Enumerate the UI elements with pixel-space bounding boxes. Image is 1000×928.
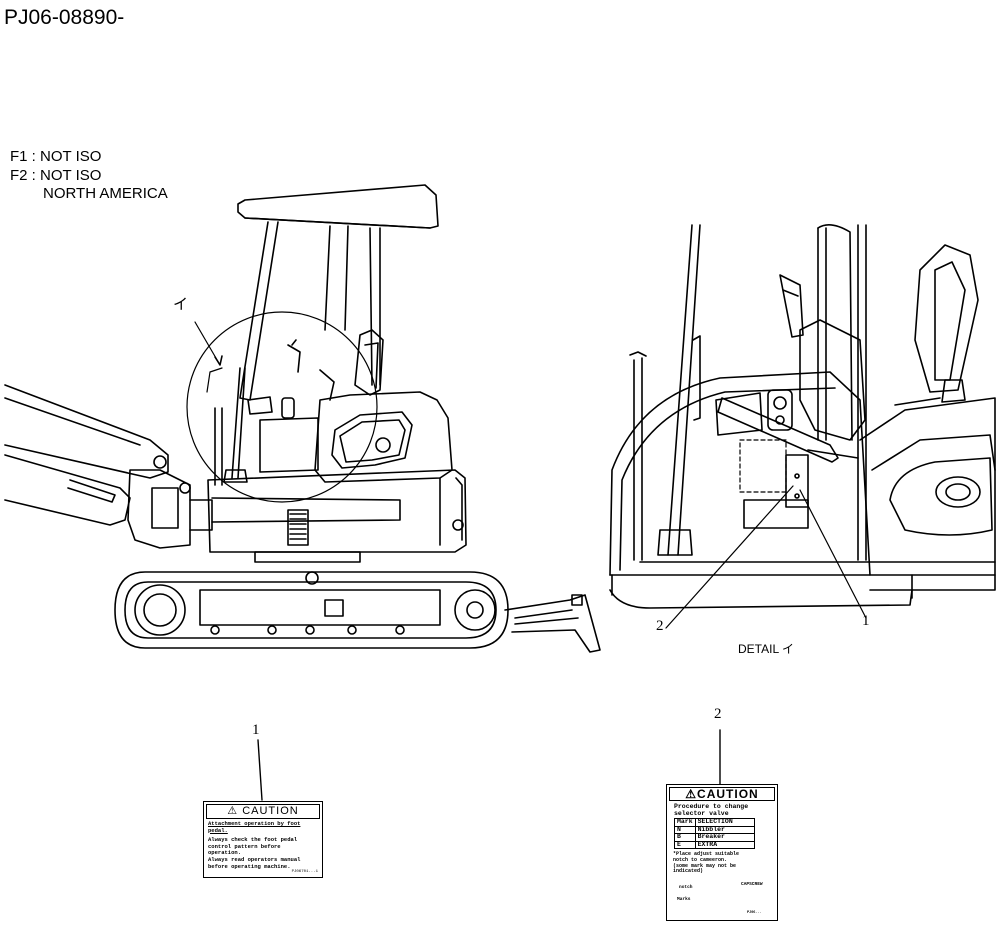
caution-label-2-title: ⚠CAUTION [669,787,775,801]
caution-label-1-line: Always check the foot pedal [208,836,298,844]
selection-table: Mark SELECTION N Nibbler B Breaker E EXT… [674,818,755,849]
caution-label-2-line: Procedure to change [674,803,749,810]
caution-label-1: ⚠ CAUTION Attachment operation by foot p… [203,801,323,878]
note-f2: F2 : NOT ISO [10,167,102,184]
table-row: E EXTRA [674,840,755,849]
caution-label-1-line: before operating machine. [208,862,291,870]
detail-callout-mark: イ [173,296,189,313]
part-number-1-label: 1 [252,722,260,738]
note-f2-continuation: NORTH AMERICA [43,185,168,202]
excavator-side-view [4,184,601,653]
table-header-cell: SELECTION [694,818,755,827]
caution-label-2-code: PJ06... [747,911,762,915]
part-number-2-label: 2 [714,706,722,722]
leader-label1 [257,739,263,801]
table-cell: EXTRA [694,840,755,849]
caution-label-1-line: Always read operators manual [208,855,301,863]
caution-label-1-line: control pattern before [208,842,281,850]
caution-label-2-note: *Place adjust suitable [673,851,740,857]
caution-label-1-title: ⚠ CAUTION [206,804,320,819]
part-number-1-detail: 1 [862,613,870,629]
table-cell: Breaker [694,833,755,842]
document-id: PJ06-08890- [4,6,125,29]
tag-notch: notch [679,885,693,890]
caution-label-2-note: notch to cameeron. [673,856,728,863]
caution-label-2-note: indicated) [673,868,704,875]
caution-label-2-line: selector valve [674,810,729,817]
table-row: B Breaker [674,833,755,842]
caution-label-2-note: (some mark may not be [673,862,737,869]
part-number-2-detail: 2 [656,618,664,634]
caution-label-1-heading: Attachment operation by foot pedal. [208,820,301,834]
table-cell: E [674,840,696,849]
caution-label-1-code: PJ06701...1 [291,870,318,875]
tag-capscrew: CAPSCREW [741,882,763,887]
tag-marks: Marks [677,897,691,902]
detail-view [609,224,996,629]
table-header-cell: Mark [674,818,696,827]
caution-label-1-line: operation. [208,849,242,857]
table-row: Mark SELECTION [674,818,755,827]
table-cell: B [674,833,696,842]
caution-label-2: ⚠CAUTION Procedure to change selector va… [666,784,778,921]
note-f1: F1 : NOT ISO [10,148,102,165]
detail-label: DETAIL イ [738,642,795,656]
